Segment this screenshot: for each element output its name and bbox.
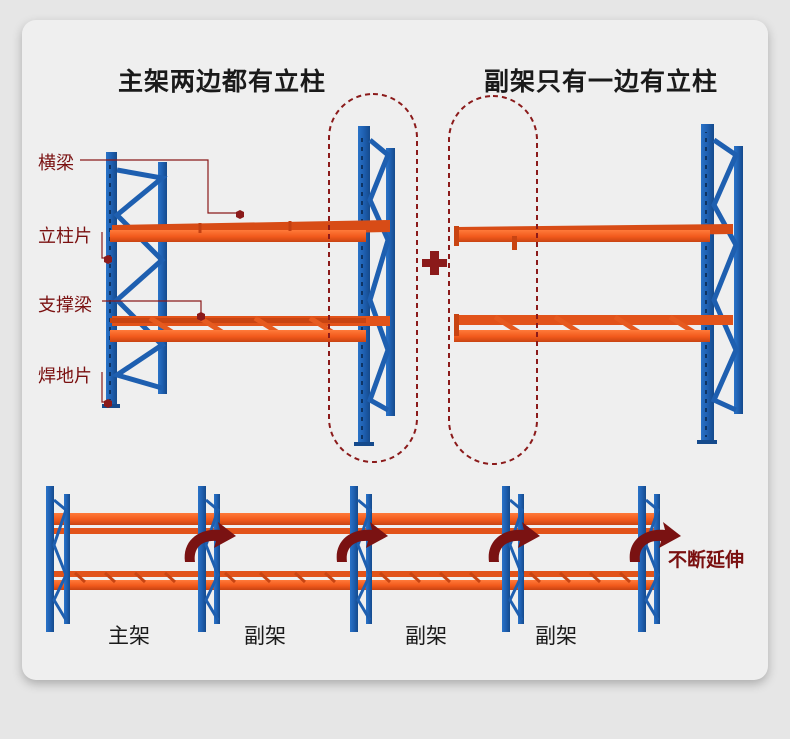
bottom-label-main: 主架	[108, 624, 150, 648]
bottom-label-sub-2: 副架	[405, 624, 447, 648]
extended-rack-row	[46, 486, 660, 632]
main-frame-heading: 主架两边都有立柱	[118, 67, 327, 96]
label-base-plate: 焊地片	[38, 366, 92, 387]
bottom-label-sub-1: 副架	[244, 624, 286, 648]
bottom-upright-4	[502, 486, 524, 632]
curved-arrow-icon	[488, 522, 540, 562]
bottom-upright-2	[198, 486, 220, 632]
callout-markers	[104, 210, 244, 408]
bottom-upright-5	[638, 486, 660, 632]
label-beam: 横梁	[38, 153, 74, 174]
sub-frame-rack	[454, 124, 743, 444]
sub-open-side-highlight-oval	[448, 95, 538, 465]
bottom-upright-3	[350, 486, 372, 632]
extend-arrows	[184, 522, 681, 562]
curved-arrow-icon	[336, 522, 388, 562]
curved-arrow-icon	[629, 522, 681, 562]
main-upright-highlight-oval	[328, 93, 418, 463]
plus-icon	[422, 251, 447, 275]
label-upright: 立柱片	[38, 226, 92, 247]
main-frame-rack	[102, 126, 395, 446]
label-support-beam: 支撑梁	[38, 295, 92, 316]
bottom-label-sub-3: 副架	[535, 624, 577, 648]
bottom-upright-1	[46, 486, 70, 632]
sub-frame-heading: 副架只有一边有立柱	[484, 67, 719, 96]
curved-arrow-icon	[184, 522, 236, 562]
extend-label: 不断延伸	[668, 549, 745, 571]
